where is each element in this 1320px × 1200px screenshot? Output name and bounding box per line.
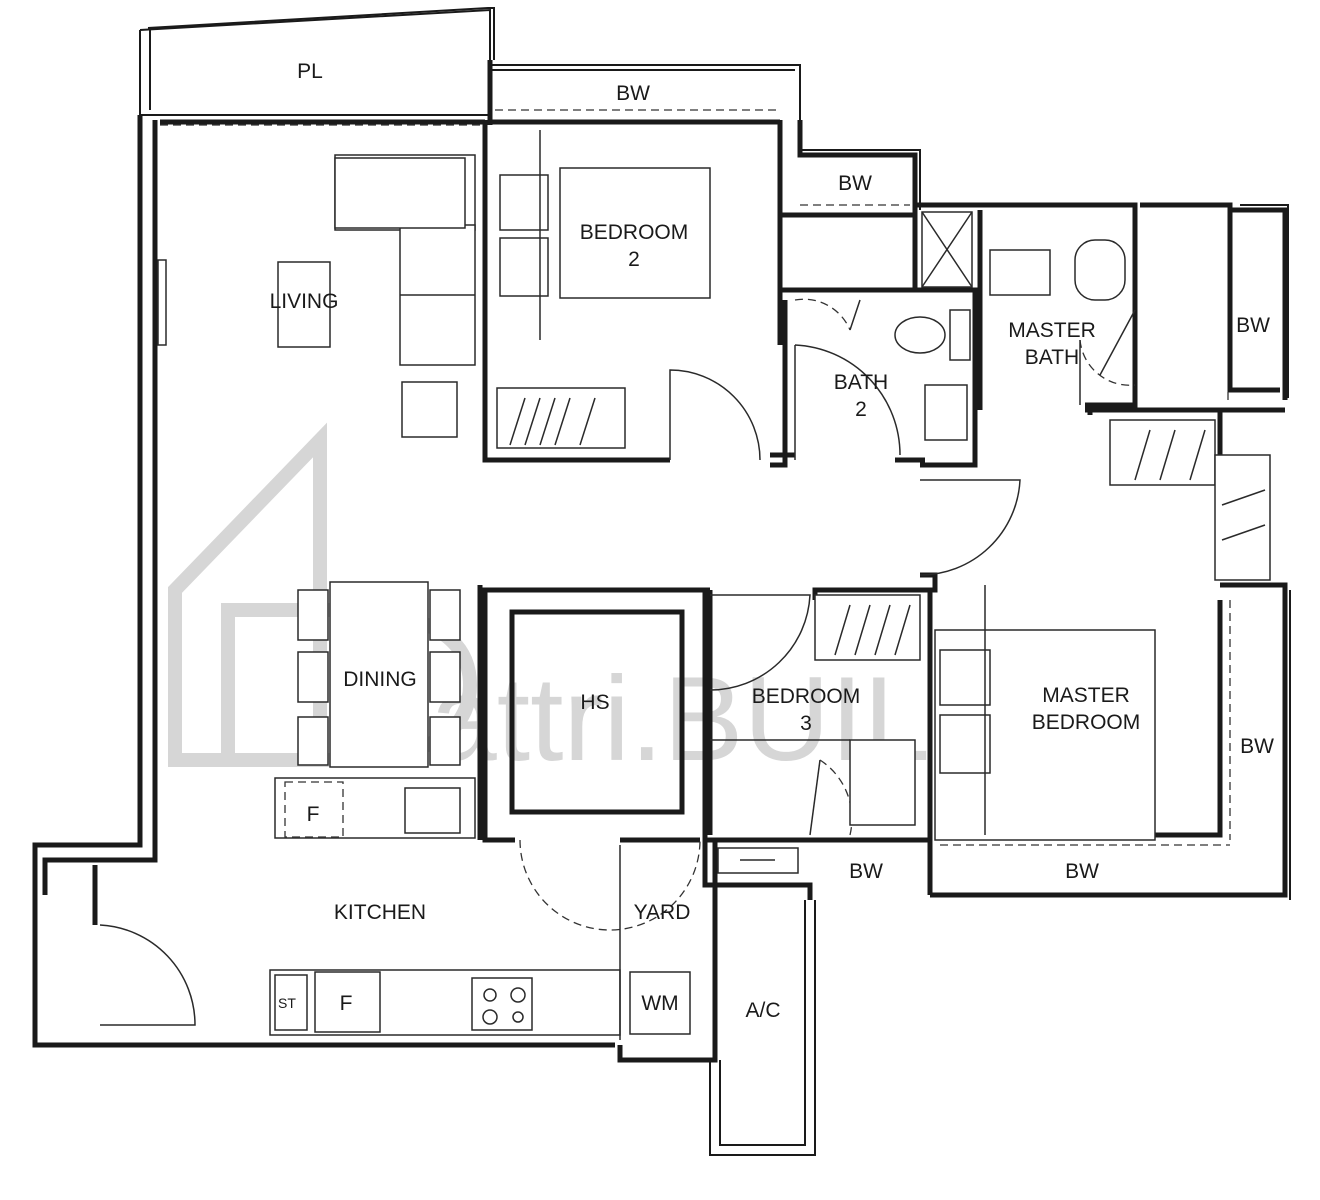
label-yard: YARD [634,901,691,924]
label-bath2-line1: BATH [834,371,888,394]
label-wm: WM [641,992,678,1015]
label-pl: PL [297,60,323,83]
label-bath2-line2: 2 [855,398,867,421]
label-bedroom2-line2: 2 [628,248,640,271]
label-hs: HS [580,691,609,714]
label-master-bath-line2: BATH [1025,346,1079,369]
label-bw-right-mid: BW [1240,735,1274,758]
bay-window-lines [160,109,1231,846]
label-store: ST [278,995,296,1011]
label-bedroom3-line1: BEDROOM [752,685,861,708]
label-bedroom2-line1: BEDROOM [580,221,689,244]
label-bw-bath2: BW [838,172,872,195]
label-ac: A/C [745,999,780,1022]
label-bw-right-top: BW [1236,314,1270,337]
label-living: LIVING [270,290,339,313]
label-fridge-top: F [307,803,320,826]
label-master-bath-line1: MASTER [1008,319,1096,342]
label-dining: DINING [343,668,417,691]
room-labels: PL BW BW BW BW BW BW LIVING BEDROOM 2 BA… [270,60,1275,1022]
label-master-bedroom-line1: MASTER [1042,684,1130,707]
furniture [157,130,1271,1040]
label-kitchen: KITCHEN [334,901,426,924]
label-bedroom3-line2: 3 [800,712,812,735]
walls [32,7,1291,1156]
label-bw-bottom-right: BW [1065,860,1099,883]
doors [99,298,1136,1026]
label-bw-top: BW [616,82,650,105]
label-master-bedroom-line2: BEDROOM [1032,711,1141,734]
label-bw-bottom-left: BW [849,860,883,883]
watermark-text: attri.BUILD [430,652,1017,786]
label-fridge-bottom: F [340,992,353,1015]
